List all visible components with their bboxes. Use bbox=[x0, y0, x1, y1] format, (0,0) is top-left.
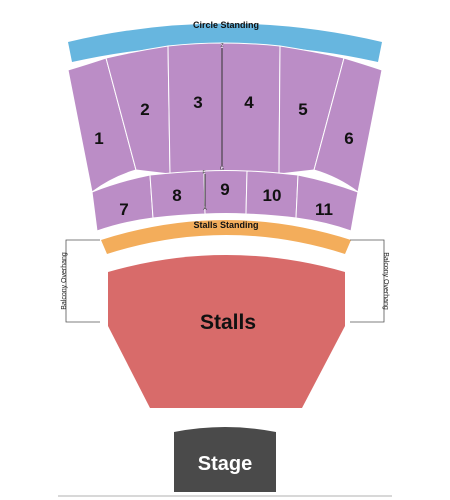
section-10-label: 10 bbox=[263, 186, 282, 205]
stalls-label: Stalls bbox=[200, 311, 256, 334]
section-numbers: 1 2 3 4 5 6 7 8 9 10 11 bbox=[94, 93, 353, 219]
row-letter-a: A bbox=[203, 206, 207, 212]
row-letter-f: F bbox=[202, 170, 205, 176]
section-11[interactable] bbox=[295, 174, 359, 232]
balcony-overhang-right: Balcony Overhang bbox=[350, 239, 389, 323]
section-4-label: 4 bbox=[244, 93, 254, 112]
section-8-label: 8 bbox=[172, 186, 181, 205]
stage-label: Stage bbox=[198, 453, 252, 475]
section-1-label: 1 bbox=[94, 129, 103, 148]
section-9-label: 9 bbox=[220, 180, 229, 199]
row-letter-z: Z bbox=[220, 43, 223, 49]
section-7-label: 7 bbox=[119, 200, 128, 219]
section-2-label: 2 bbox=[140, 100, 149, 119]
stalls-standing-label: Stalls Standing bbox=[193, 220, 258, 230]
stalls-section[interactable]: Stalls bbox=[108, 255, 345, 408]
circle-standing-label: Circle Standing bbox=[193, 20, 259, 30]
balcony-overhang-right-label: Balcony Overhang bbox=[382, 252, 389, 310]
section-11-label: 11 bbox=[315, 200, 333, 219]
section-6-label: 6 bbox=[344, 129, 353, 148]
upper-balcony bbox=[67, 42, 383, 193]
lower-balcony bbox=[91, 170, 359, 232]
section-3-label: 3 bbox=[193, 93, 202, 112]
row-letter-g: G bbox=[220, 166, 224, 172]
section-5-label: 5 bbox=[298, 100, 307, 119]
stage: Stage bbox=[174, 427, 276, 492]
stalls-standing-section[interactable]: Stalls Standing bbox=[101, 220, 351, 254]
balcony-overhang-left: Balcony Overhang bbox=[61, 239, 100, 323]
balcony-overhang-left-label: Balcony Overhang bbox=[61, 252, 68, 310]
